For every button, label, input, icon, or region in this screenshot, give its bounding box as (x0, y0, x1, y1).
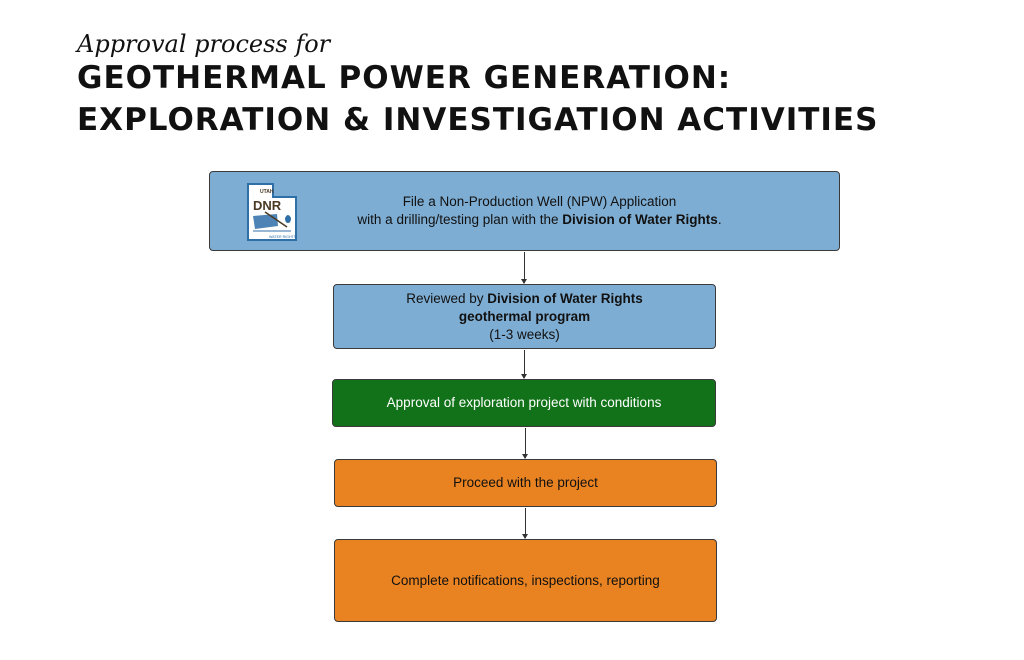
logo-bottom-text: WATER RIGHTS (269, 235, 297, 239)
diagram-title-line-1: GEOTHERMAL POWER GENERATION: (77, 60, 732, 96)
diagram-title-line-2: EXPLORATION & INVESTIGATION ACTIVITIES (77, 102, 879, 138)
step-review-line-1: Reviewed by Division of Water Rights (406, 290, 643, 308)
step-approval-text: Approval of exploration project with con… (386, 395, 662, 410)
connector-arrow-2 (521, 350, 527, 379)
step-npw-application: File a Non-Production Well (NPW) Applica… (209, 171, 840, 251)
logo-main-text: DNR (253, 198, 282, 213)
step-complete-text: Complete notifications, inspections, rep… (391, 572, 660, 588)
step-complete: Complete notifications, inspections, rep… (334, 539, 717, 622)
connector-arrow-1 (521, 252, 527, 284)
step-review: Reviewed by Division of Water Rights geo… (333, 284, 716, 349)
diagram-subtitle: Approval process for (77, 30, 331, 58)
utah-dnr-logo-icon: UTAH DNR WATER RIGHTS (247, 183, 297, 241)
step-review-division-name: Division of Water Rights (487, 290, 643, 306)
step-proceed-text: Proceed with the project (453, 475, 598, 490)
step-review-line-2: geothermal program (406, 308, 643, 326)
step-npw-line-2-prefix: with a drilling/testing plan with the (357, 212, 563, 227)
step-review-program-name: geothermal program (458, 308, 591, 324)
connector-arrow-3 (522, 428, 528, 459)
step-approval: Approval of exploration project with con… (332, 379, 716, 427)
logo-top-text: UTAH (260, 189, 274, 195)
step-npw-division-name: Division of Water Rights (562, 212, 718, 227)
step-review-prefix: Reviewed by (406, 290, 488, 306)
connector-arrow-4 (522, 508, 528, 539)
step-npw-line-2: with a drilling/testing plan with the Di… (357, 211, 721, 229)
step-review-duration: (1-3 weeks) (489, 326, 560, 342)
step-npw-line-2-suffix: . (717, 212, 722, 227)
step-npw-line-1: File a Non-Production Well (NPW) Applica… (402, 194, 677, 209)
step-proceed: Proceed with the project (334, 459, 717, 507)
